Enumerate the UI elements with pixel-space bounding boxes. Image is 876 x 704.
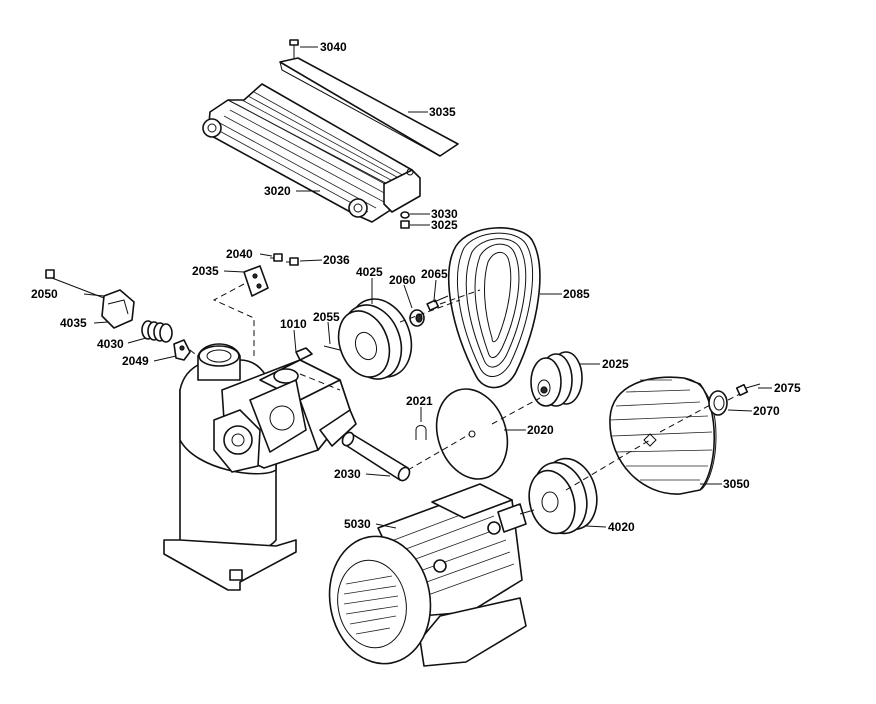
spring-4030 [141, 320, 173, 343]
label-3035: 3035 [429, 105, 456, 119]
label-4025: 4025 [356, 265, 383, 279]
clamp-4035 [101, 289, 135, 329]
label-1010: 1010 [280, 317, 307, 331]
label-3020: 3020 [264, 184, 291, 198]
bracket-2049 [173, 339, 191, 361]
pulley-4020 [528, 457, 598, 535]
assembly-dashed-lines [189, 283, 741, 491]
label-2021: 2021 [406, 394, 433, 408]
label-2060: 2060 [389, 273, 416, 287]
label-2020: 2020 [527, 423, 554, 437]
screw-2065 [426, 295, 449, 312]
label-2050: 2050 [31, 287, 58, 301]
label-5030: 5030 [344, 517, 371, 531]
leader-lines [83, 46, 772, 529]
label-3040: 3040 [320, 40, 347, 54]
part-labels: 3040 3035 3020 3030 3025 2040 2036 2035 … [31, 40, 801, 534]
label-2040: 2040 [226, 247, 253, 261]
label-4035: 4035 [60, 316, 87, 330]
pulley-4025 [337, 298, 413, 380]
fan-3050 [609, 376, 717, 495]
v-belts-2085 [447, 227, 541, 389]
bracket-2035 [243, 265, 269, 297]
label-2075: 2075 [774, 381, 801, 395]
label-2035: 2035 [192, 264, 219, 278]
shaft-2030 [341, 431, 411, 482]
compressor-1010 [163, 343, 357, 591]
label-2036: 2036 [323, 253, 350, 267]
label-2055: 2055 [313, 310, 340, 324]
screw-2036 [286, 257, 299, 266]
disc-2020 [435, 388, 509, 480]
cooler-3020 [202, 83, 421, 223]
label-3030: 3030 [431, 207, 458, 221]
cover-plate-3035 [279, 57, 459, 157]
electric-motor-5030 [328, 483, 535, 667]
screw-3025 [400, 220, 410, 229]
washer-3030 [400, 211, 410, 219]
label-4030: 4030 [97, 337, 124, 351]
label-3025: 3025 [431, 218, 458, 232]
screw-2040 [270, 253, 283, 262]
motor-fan-grille [343, 575, 399, 635]
pin-2055 [323, 345, 341, 351]
label-4020: 4020 [608, 520, 635, 534]
label-2030: 2030 [334, 467, 361, 481]
pulley-2025 [530, 351, 583, 407]
label-3050: 3050 [723, 477, 750, 491]
label-2085: 2085 [563, 287, 590, 301]
washer-2070 [708, 390, 728, 416]
clip-2021 [415, 425, 427, 440]
label-2049: 2049 [122, 354, 149, 368]
label-2070: 2070 [753, 404, 780, 418]
label-2065: 2065 [421, 267, 448, 281]
label-2025: 2025 [602, 357, 629, 371]
screw-3040 [289, 39, 299, 58]
screw-2075 [735, 383, 761, 397]
